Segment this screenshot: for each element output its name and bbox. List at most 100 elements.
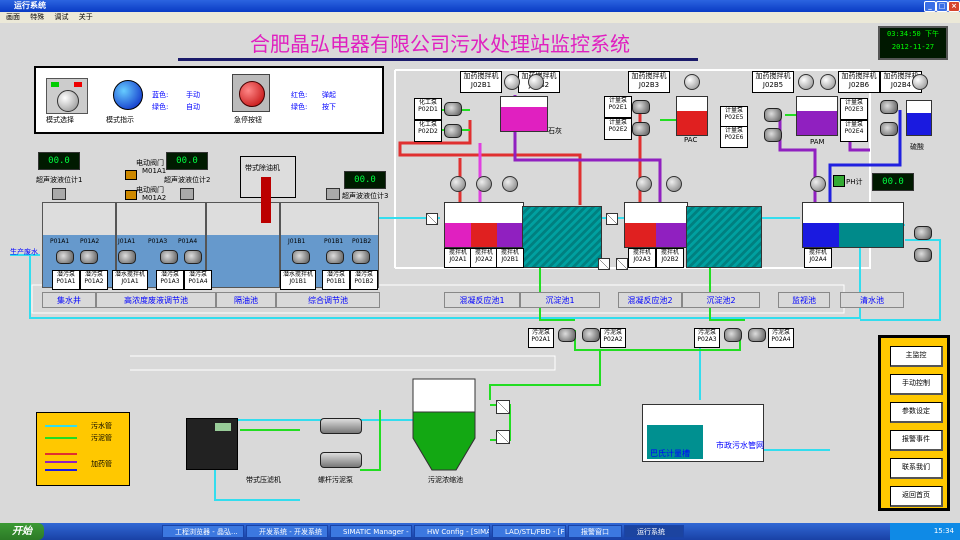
submersible-pump-icon[interactable] xyxy=(80,250,98,264)
pump-name: 潜水搅拌机 xyxy=(282,271,313,278)
taskbar-item[interactable]: SIMATIC Manager - ... xyxy=(330,525,412,538)
nav-home-button[interactable]: 返回首页 xyxy=(890,486,943,507)
minimize-button[interactable]: _ xyxy=(924,1,936,12)
sludge-pump-icon[interactable] xyxy=(748,328,766,342)
pump-name: 污泥泵 xyxy=(531,329,550,336)
coagulation-tank-1 xyxy=(444,202,524,248)
sludge-pump-icon[interactable] xyxy=(558,328,576,342)
valve-icon[interactable] xyxy=(496,430,510,444)
metering-pump-icon[interactable] xyxy=(632,100,650,114)
menu-item-about[interactable]: 关于 xyxy=(78,13,93,21)
estop-label: 急停按钮 xyxy=(234,116,262,124)
maximize-button[interactable]: □ xyxy=(936,1,948,12)
metering-pump-icon[interactable] xyxy=(880,100,898,114)
nav-alarms-button[interactable]: 报警事件 xyxy=(890,430,943,451)
outlet-pump-icon[interactable] xyxy=(914,248,932,262)
submersible-pump-icon[interactable] xyxy=(160,250,178,264)
equipment-id: P02E1 xyxy=(608,104,628,111)
menu-item-special[interactable]: 特殊 xyxy=(30,13,45,21)
sludge-pump-icon[interactable] xyxy=(724,328,742,342)
sludge-pump-icon[interactable] xyxy=(582,328,600,342)
pump-id: P02A3 xyxy=(697,336,717,343)
screw-pump-icon[interactable] xyxy=(320,418,362,434)
oil-skimmer[interactable]: 带式除油机 xyxy=(240,156,296,223)
valve-icon[interactable] xyxy=(616,258,628,270)
screw-pump-icon[interactable] xyxy=(320,452,362,468)
level-label-3: 超声波液位计3 xyxy=(342,192,389,200)
menu-item-debug[interactable]: 调试 xyxy=(54,13,69,21)
submersible-pump-icon[interactable] xyxy=(56,250,74,264)
outlet-pump-icon[interactable] xyxy=(914,226,932,240)
chemical-pump-icon[interactable] xyxy=(444,124,462,138)
metering-pump-icon[interactable] xyxy=(880,122,898,136)
taskbar-item-active[interactable]: 运行系统 xyxy=(624,525,684,538)
taskbar-item[interactable]: 报警窗口 xyxy=(568,525,622,538)
taskbar-item[interactable]: HW Config - [SIMATI... xyxy=(414,525,490,538)
nav-parameters-button[interactable]: 参数设定 xyxy=(890,402,943,423)
nav-manual-control-button[interactable]: 手动控制 xyxy=(890,374,943,395)
flume-water xyxy=(647,425,703,459)
taskbar-item[interactable]: LAD/STL/FBD - [FC3 ... xyxy=(492,525,566,538)
submersible-mixer-icon[interactable] xyxy=(292,250,310,264)
electric-valve-icon[interactable] xyxy=(125,190,137,200)
taskbar-item[interactable]: 开发系统 - 开发系统 xyxy=(246,525,328,538)
nav-contact-button[interactable]: 联系我们 xyxy=(890,458,943,479)
pump-tag: P01A2 xyxy=(80,238,100,245)
dosing-legend-label: 加药管 xyxy=(91,460,112,468)
valve-icon[interactable] xyxy=(606,213,618,225)
taskbar-item[interactable]: 工程浏览器 - 晶弘... xyxy=(162,525,244,538)
lime-dosing-tank xyxy=(500,96,548,132)
valve-icon[interactable] xyxy=(426,213,438,225)
valve-icon[interactable] xyxy=(496,400,510,414)
electric-valve-icon[interactable] xyxy=(125,170,137,180)
emergency-stop-button[interactable] xyxy=(232,74,270,112)
submersible-pump-icon[interactable] xyxy=(326,250,344,264)
valve-icon[interactable] xyxy=(598,258,610,270)
metering-pump-icon[interactable] xyxy=(764,128,782,142)
submersible-pump-icon[interactable] xyxy=(184,250,202,264)
nav-main-monitor-button[interactable]: 主监控 xyxy=(890,346,943,367)
menu-item-screen[interactable]: 画面 xyxy=(6,13,20,21)
submersible-pump-icon[interactable] xyxy=(352,250,370,264)
filter-press[interactable] xyxy=(186,418,238,470)
chemical-pump-icon[interactable] xyxy=(444,102,462,116)
start-button[interactable]: 开始 xyxy=(0,523,44,540)
submersible-mixer-icon[interactable] xyxy=(118,250,136,264)
mixer-id: J02B1 xyxy=(501,256,519,263)
metering-pump-icon[interactable] xyxy=(632,122,650,136)
metering-pump-icon[interactable] xyxy=(764,108,782,122)
level-label-2: 超声波液位计2 xyxy=(164,176,211,184)
mode-select-switch[interactable] xyxy=(46,78,88,114)
